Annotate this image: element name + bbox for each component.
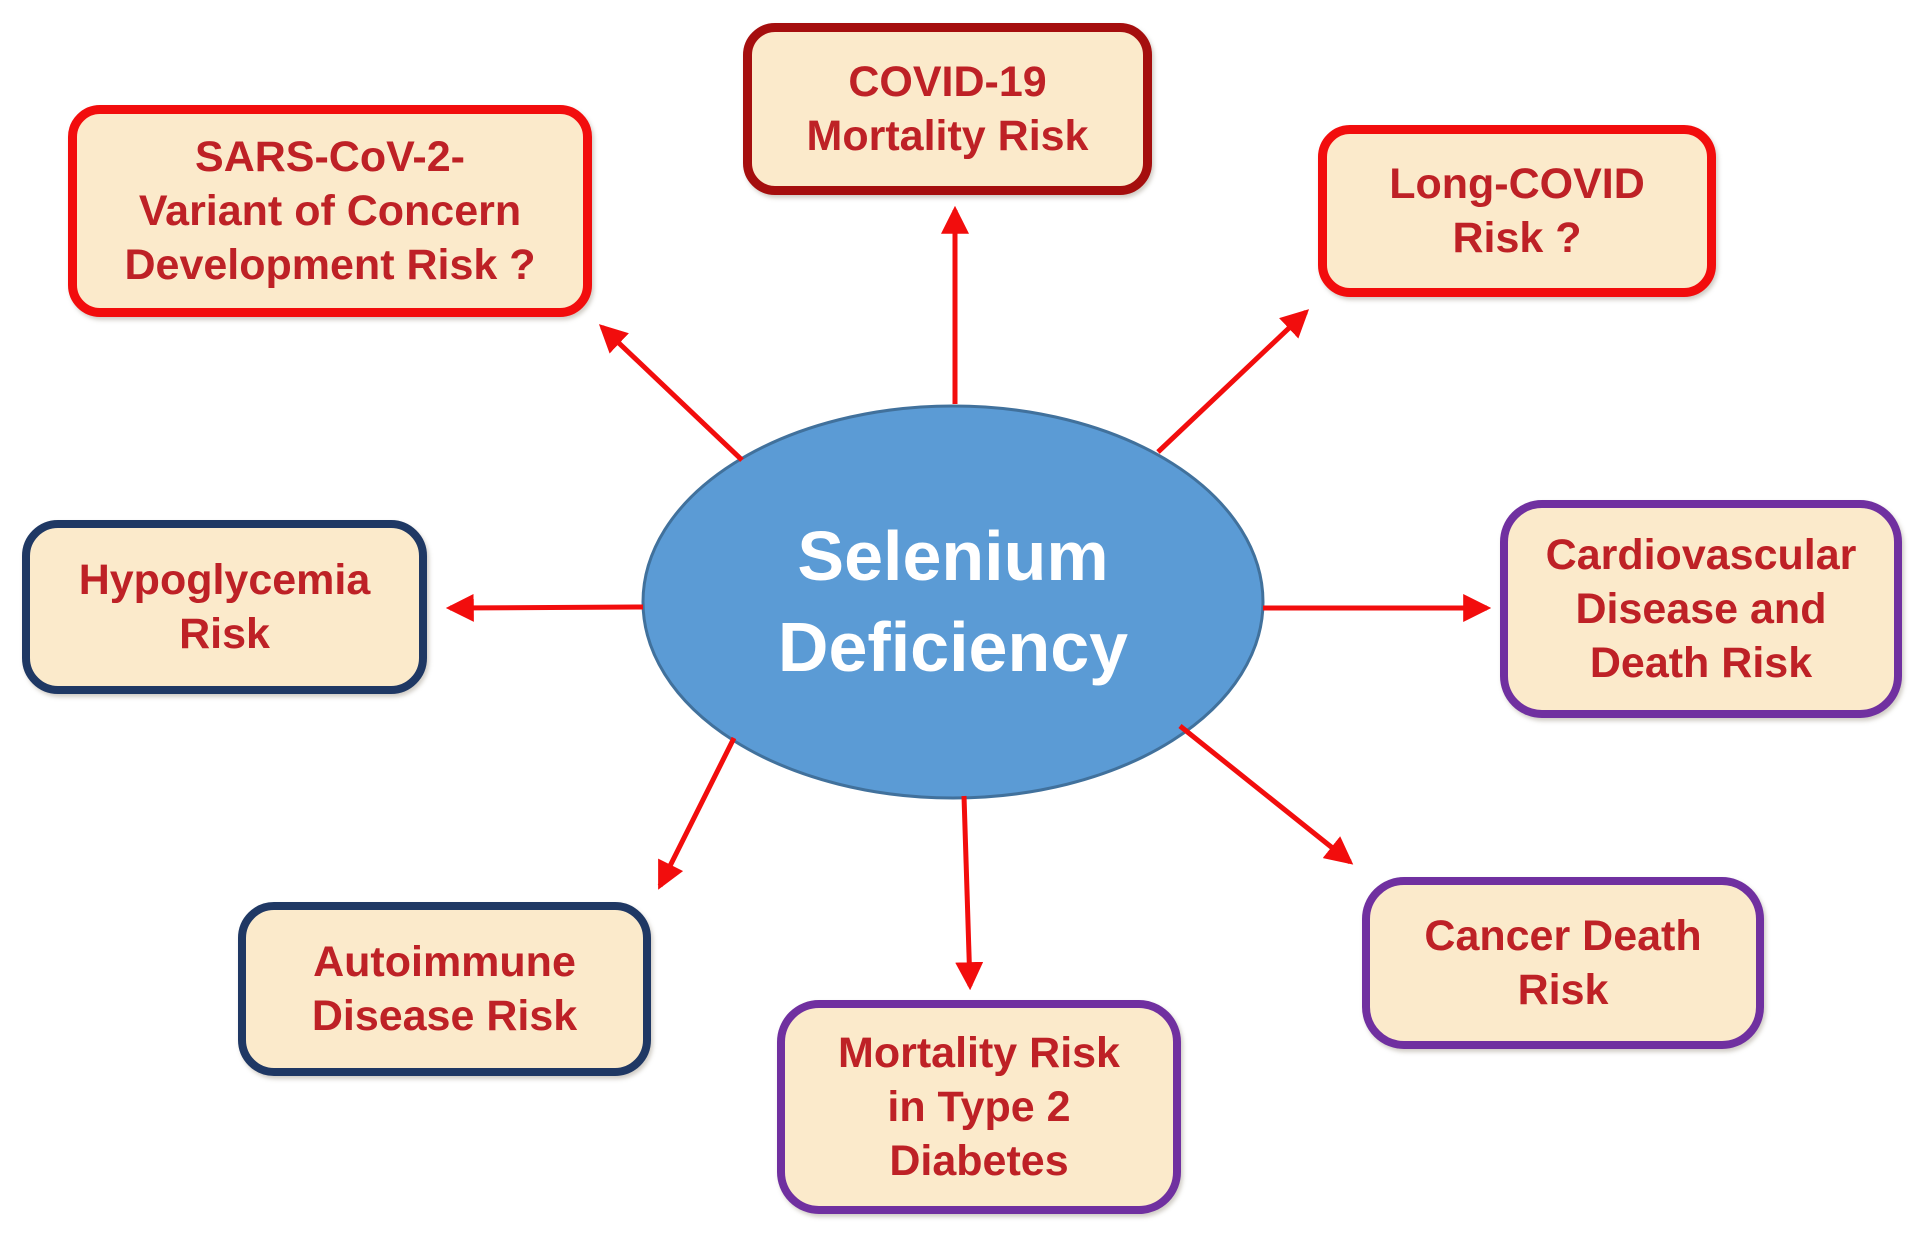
node-hypoglycemia: Hypoglycemia Risk xyxy=(22,520,427,694)
node-cancer-death: Cancer Death Risk xyxy=(1362,877,1764,1049)
arrow-top-right xyxy=(1156,309,1310,454)
node-covid-mortality: COVID-19 Mortality Risk xyxy=(743,23,1152,195)
arrow-bottom xyxy=(955,795,984,991)
arrow-left xyxy=(445,593,644,622)
node-diabetes-mortality: Mortality Risk in Type 2 Diabetes xyxy=(777,1000,1181,1214)
node-long-covid: Long-COVID Risk ? xyxy=(1318,125,1716,297)
node-cardiovascular: Cardiovascular Disease and Death Risk xyxy=(1500,500,1902,718)
node-sars-variant: SARS-CoV-2- Variant of Concern Developme… xyxy=(68,105,592,317)
arrow-bottom-left xyxy=(657,736,737,890)
selenium-deficiency-ellipse xyxy=(641,404,1265,800)
arrow-top-left xyxy=(598,324,744,462)
node-autoimmune: Autoimmune Disease Risk xyxy=(238,902,651,1076)
arrow-bottom-right xyxy=(1178,724,1354,865)
